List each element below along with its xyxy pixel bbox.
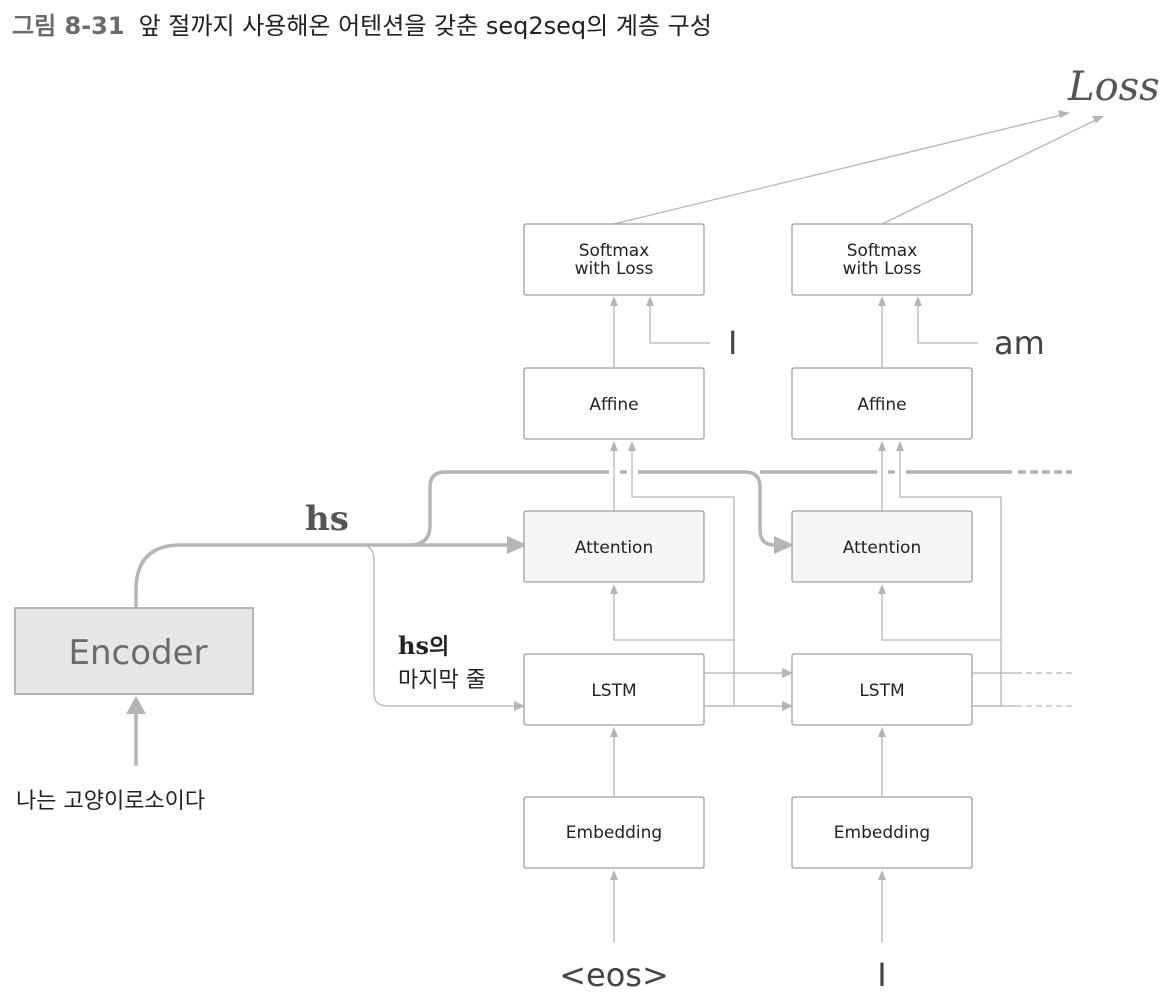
attention-label-1: Attention — [575, 538, 653, 558]
attention-box-1 — [523, 510, 705, 583]
hs-last-line-line2: 마지막 줄 — [398, 668, 486, 693]
hs-path-to-attention-1 — [134, 543, 510, 607]
softmax-box-1 — [523, 223, 705, 296]
encoder-box — [14, 607, 254, 695]
lstm-label-2: LSTM — [859, 681, 904, 701]
attention-to-affine-arrowhead-1 — [610, 441, 618, 451]
input-word-1: <eos> — [559, 956, 669, 994]
lstm-to-attention-line-1 — [613, 592, 734, 641]
encoder-input-arrowhead — [126, 696, 146, 714]
lstm-hidden-arrowhead — [782, 668, 793, 678]
loss-label: Loss — [1067, 64, 1160, 110]
embedding-to-lstm-arrowhead-1 — [610, 727, 618, 737]
loss-line-1 — [613, 113, 1067, 225]
target-arrowhead-1 — [646, 296, 654, 306]
embedding-box-1 — [523, 796, 705, 869]
hs-path-to-attention-2 — [409, 470, 776, 547]
figure-caption: 그림 8-31 앞 절까지 사용해온 어텐션을 갖춘 seq2seq의 계층 구성 — [12, 6, 712, 41]
loss-arrowhead-1 — [1058, 110, 1070, 118]
input-to-embedding-arrowhead-2 — [878, 870, 886, 880]
lstm-to-attention-arrowhead-2 — [878, 584, 886, 594]
hs-last-line-label: hs의 — [398, 631, 449, 660]
attention-label-2: Attention — [843, 538, 921, 558]
lstm-to-affine-arrowhead-2 — [896, 441, 904, 451]
target-word-2: am — [994, 324, 1045, 362]
target-word-1: I — [728, 324, 737, 362]
affine-box-1 — [523, 367, 705, 440]
hs-last-line-hs: hs — [398, 631, 429, 660]
lstm-cell-arrowhead — [782, 701, 793, 711]
affine-to-softmax-arrowhead-1 — [610, 296, 618, 306]
embedding-box-2 — [791, 796, 973, 869]
hs-arrowhead-attention-2 — [774, 536, 794, 554]
embedding-to-lstm-arrowhead-2 — [878, 727, 886, 737]
embedding-label-2: Embedding — [834, 823, 930, 843]
loss-arrowhead-2 — [1092, 116, 1104, 123]
embedding-label-1: Embedding — [566, 823, 662, 843]
input-to-embedding-arrowhead-1 — [610, 870, 618, 880]
lstm-to-affine-arrowhead-1 — [628, 441, 636, 451]
lstm-to-attention-line-2 — [881, 592, 1001, 641]
softmax-label-2b: with Loss — [843, 259, 922, 279]
input-word-2: I — [877, 956, 886, 994]
encoder-input-text: 나는 고양이로소이다 — [16, 789, 205, 814]
affine-label-1: Affine — [589, 395, 638, 415]
attention-to-affine-arrowhead-2 — [878, 441, 886, 451]
encoder-label: Encoder — [68, 633, 207, 673]
softmax-box-2 — [791, 223, 973, 296]
softmax-label-1b: with Loss — [575, 259, 654, 279]
loss-line-2 — [881, 117, 1101, 225]
softmax-label-2a: Softmax — [847, 241, 918, 261]
affine-label-2: Affine — [857, 395, 906, 415]
figure-title: 앞 절까지 사용해온 어텐션을 갖춘 seq2seq의 계층 구성 — [138, 12, 712, 40]
decoder-column-2: Softmax with Loss am Affine Attention LS… — [791, 223, 1045, 994]
lstm-to-attention-arrowhead-1 — [610, 584, 618, 594]
attention-box-2 — [791, 510, 973, 583]
target-arrowhead-2 — [914, 296, 922, 306]
lstm-box-1 — [523, 653, 705, 726]
lstm-box-2 — [791, 653, 973, 726]
target-line-2 — [917, 304, 978, 344]
lstm-label-1: LSTM — [591, 681, 636, 701]
figure-number: 그림 8-31 — [12, 12, 125, 40]
hs-last-line-path — [359, 544, 516, 707]
hs-last-line-arrowhead — [514, 701, 525, 711]
decoder-column-1: Softmax with Loss I Affine Attention LST… — [523, 223, 737, 994]
target-line-1 — [649, 304, 710, 344]
affine-box-2 — [791, 367, 973, 440]
hs-label: hs — [305, 499, 349, 539]
hs-arrowhead-attention-1 — [507, 536, 527, 554]
hs-last-line-suffix: 의 — [429, 635, 449, 660]
affine-to-softmax-arrowhead-2 — [878, 296, 886, 306]
softmax-label-1a: Softmax — [579, 241, 650, 261]
